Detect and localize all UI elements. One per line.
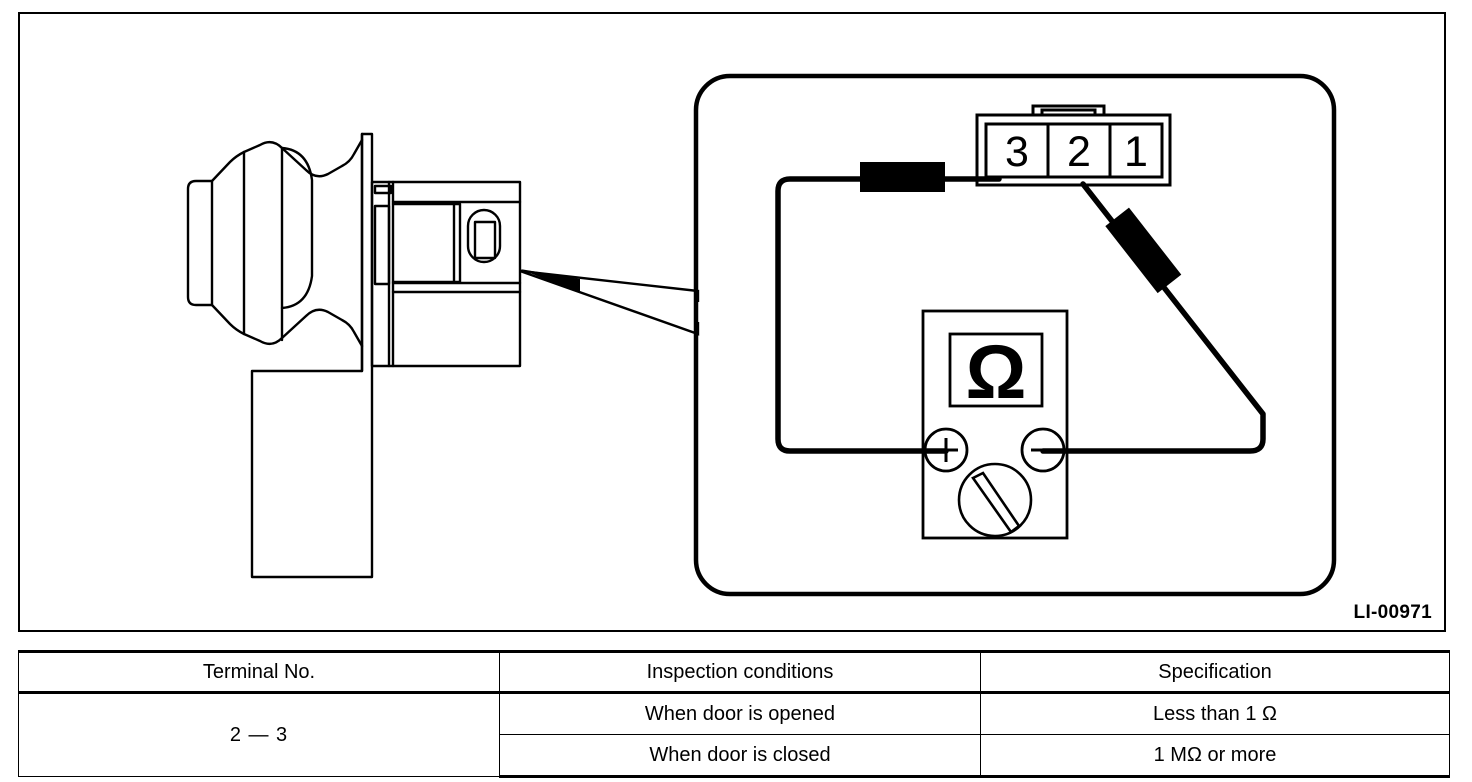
connector-side-tab [373, 184, 393, 195]
header-specification: Specification [980, 650, 1450, 694]
table-row: 2 — 3 When door is opened Less than 1 Ω [18, 692, 1450, 777]
connector-inner-panel [391, 202, 462, 284]
switch-boot-dome [280, 146, 314, 310]
switch-rubber-boot [186, 179, 214, 307]
negative-probe-body [1105, 207, 1182, 294]
figure-frame: 3 2 1 Ω [18, 12, 1446, 632]
specification-table: Terminal No. Inspection conditions Speci… [18, 650, 1450, 778]
connector-terminal-numbers: 3 2 1 [1005, 128, 1148, 176]
connector-cavities [984, 122, 1164, 179]
terminal-number-3: 3 [1005, 128, 1029, 176]
switch-boot-bellows [210, 138, 364, 183]
terminal-number-1: 1 [1124, 128, 1148, 176]
connector-outer-shell [975, 113, 1172, 187]
connector-latch-window [473, 220, 497, 260]
test-connector [975, 104, 1172, 187]
callout-leader-lines [519, 269, 700, 336]
multimeter [921, 309, 1069, 540]
knob-pointer [971, 471, 1021, 534]
cell-specification-opened: Less than 1 Ω [980, 692, 1450, 735]
cavity-1 [1108, 122, 1164, 179]
connector-side-recess [373, 204, 391, 286]
callout-leader-wedge [520, 269, 580, 293]
positive-probe-body [860, 162, 945, 192]
cell-terminal-pair: 2 — 3 [18, 692, 500, 777]
connector-latch-oval [466, 208, 502, 264]
door-switch-assembly [186, 132, 522, 579]
multimeter-display [948, 332, 1044, 408]
switch-connector-housing [370, 180, 522, 368]
connector-latch-tab [1031, 104, 1106, 115]
multimeter-knob [957, 462, 1033, 538]
connector-latch-tab-inner [1040, 108, 1097, 115]
figure-illustration: 3 2 1 Ω [186, 73, 1337, 597]
figure-id-label: LI-00971 [1353, 602, 1432, 623]
table-row: When door is closed 1 MΩ or more [19, 734, 1450, 778]
positive-lead-wire [775, 176, 1002, 454]
negative-lead-wire [1040, 181, 1266, 454]
header-inspection-conditions: Inspection conditions [499, 650, 981, 694]
cell-condition-closed: When door is closed [499, 734, 981, 778]
header-terminal-no: Terminal No. [18, 650, 500, 694]
cell-specification-closed: 1 MΩ or more [980, 734, 1450, 778]
terminal-number-2: 2 [1067, 128, 1091, 176]
ohm-symbol: Ω [966, 330, 1027, 415]
switch-boot-bellows-lower [210, 303, 364, 348]
test-leads [775, 176, 1266, 454]
knob-circle [957, 462, 1033, 538]
table-header-row: Terminal No. Inspection conditions Speci… [18, 650, 1450, 694]
cell-condition-opened: When door is opened [499, 692, 981, 735]
detail-view-box [693, 73, 1337, 597]
multimeter-body [921, 309, 1069, 540]
